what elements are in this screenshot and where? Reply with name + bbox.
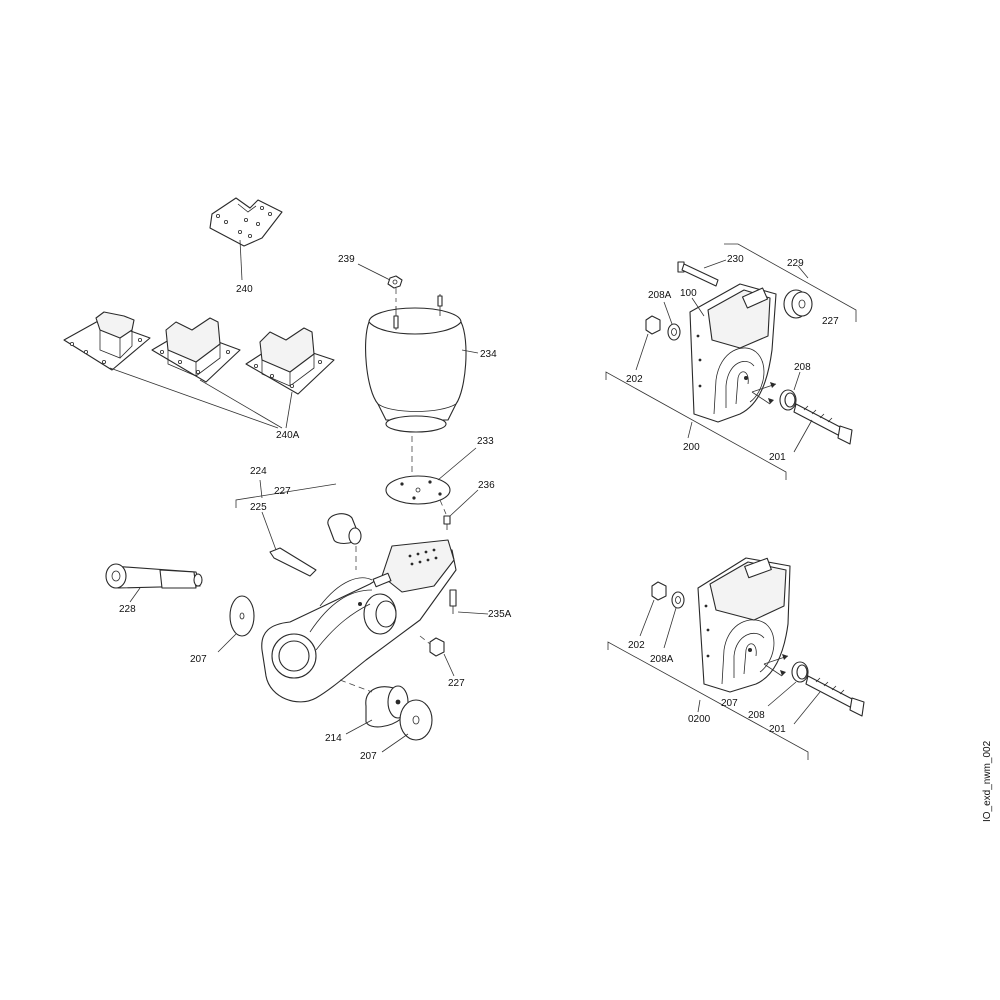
callout-235A: 235A bbox=[488, 609, 512, 620]
callout-227-top: 227 bbox=[274, 486, 291, 497]
part-202-nut-lower[interactable] bbox=[639, 581, 667, 637]
bracket-0200 bbox=[607, 641, 809, 760]
part-228-shock-absorber[interactable] bbox=[105, 563, 203, 603]
callout-240A: 240A bbox=[276, 430, 300, 441]
part-208-washer-upper[interactable] bbox=[779, 371, 801, 411]
callout-208A-lower: 208A bbox=[650, 654, 674, 665]
part-202-nut-upper[interactable] bbox=[635, 315, 661, 371]
part-100-hanger-bracket[interactable] bbox=[689, 283, 777, 423]
bracket-229 bbox=[724, 243, 857, 322]
part-240A-bracket-3[interactable] bbox=[245, 327, 335, 395]
part-201-bolt-upper[interactable] bbox=[793, 403, 853, 453]
part-207-washer-bottom[interactable] bbox=[381, 699, 433, 753]
bracket-200 bbox=[605, 371, 787, 480]
callout-labels: 240 240A 239 234 233 236 224 227 225 228… bbox=[119, 254, 839, 762]
callout-233: 233 bbox=[477, 436, 494, 447]
callout-229: 229 bbox=[787, 258, 804, 269]
callout-0200: 0200 bbox=[688, 714, 711, 725]
callout-202-upper: 202 bbox=[626, 374, 643, 385]
part-227-nut-mid[interactable] bbox=[419, 635, 455, 677]
callout-239: 239 bbox=[338, 254, 355, 265]
callout-202-lower: 202 bbox=[628, 640, 645, 651]
part-239-nut[interactable] bbox=[357, 263, 403, 302]
callout-230: 230 bbox=[727, 254, 744, 265]
drawing-id-label: IO_exd_nwm_002 bbox=[982, 740, 993, 822]
part-240-mounting-plate[interactable] bbox=[209, 197, 283, 281]
callout-234: 234 bbox=[480, 349, 497, 360]
part-224-trailing-arm[interactable] bbox=[261, 539, 457, 703]
part-235A-screw[interactable] bbox=[449, 589, 489, 615]
callout-207-lower: 207 bbox=[721, 698, 738, 709]
callout-201-lower: 201 bbox=[769, 724, 786, 735]
callout-227-mid: 227 bbox=[448, 678, 465, 689]
part-225-bolt[interactable] bbox=[261, 511, 317, 577]
part-227-bushing-right[interactable] bbox=[783, 289, 813, 319]
callout-201-upper: 201 bbox=[769, 452, 786, 463]
bracket-224 bbox=[235, 479, 337, 508]
callout-100: 100 bbox=[680, 288, 697, 299]
leader-240A bbox=[109, 367, 293, 429]
part-230-bolt[interactable] bbox=[677, 259, 727, 287]
part-233-plate[interactable] bbox=[385, 447, 477, 505]
part-207-washer-left[interactable] bbox=[217, 595, 255, 653]
callout-208A-upper: 208A bbox=[648, 290, 672, 301]
part-208-washer-lower[interactable] bbox=[767, 661, 809, 707]
part-208A-washer-upper[interactable] bbox=[663, 301, 681, 341]
callout-224: 224 bbox=[250, 466, 267, 477]
part-227-bushing-top[interactable] bbox=[327, 513, 362, 570]
callout-225: 225 bbox=[250, 502, 267, 513]
callout-200: 200 bbox=[683, 442, 700, 453]
part-240A-bracket-2[interactable] bbox=[151, 317, 241, 383]
callout-207-bottom: 207 bbox=[360, 751, 377, 762]
callout-207-left: 207 bbox=[190, 654, 207, 665]
callout-214: 214 bbox=[325, 733, 342, 744]
axis-arrows-upper bbox=[751, 382, 777, 405]
part-208A-washer-lower[interactable] bbox=[663, 591, 685, 649]
callout-208-lower: 208 bbox=[748, 710, 765, 721]
callout-227-right: 227 bbox=[822, 316, 839, 327]
part-234-air-spring[interactable] bbox=[365, 294, 479, 433]
part-240A-bracket-1[interactable] bbox=[63, 311, 151, 371]
callout-240: 240 bbox=[236, 284, 253, 295]
axis-arrows-lower bbox=[763, 654, 789, 677]
part-236-screw[interactable] bbox=[439, 489, 479, 530]
part-0200-hanger-bracket[interactable] bbox=[697, 557, 791, 693]
callout-228: 228 bbox=[119, 604, 136, 615]
part-214-bushing[interactable] bbox=[339, 679, 409, 735]
callout-208-upper: 208 bbox=[794, 362, 811, 373]
part-201-bolt-lower[interactable] bbox=[793, 675, 865, 725]
callout-236: 236 bbox=[478, 480, 495, 491]
